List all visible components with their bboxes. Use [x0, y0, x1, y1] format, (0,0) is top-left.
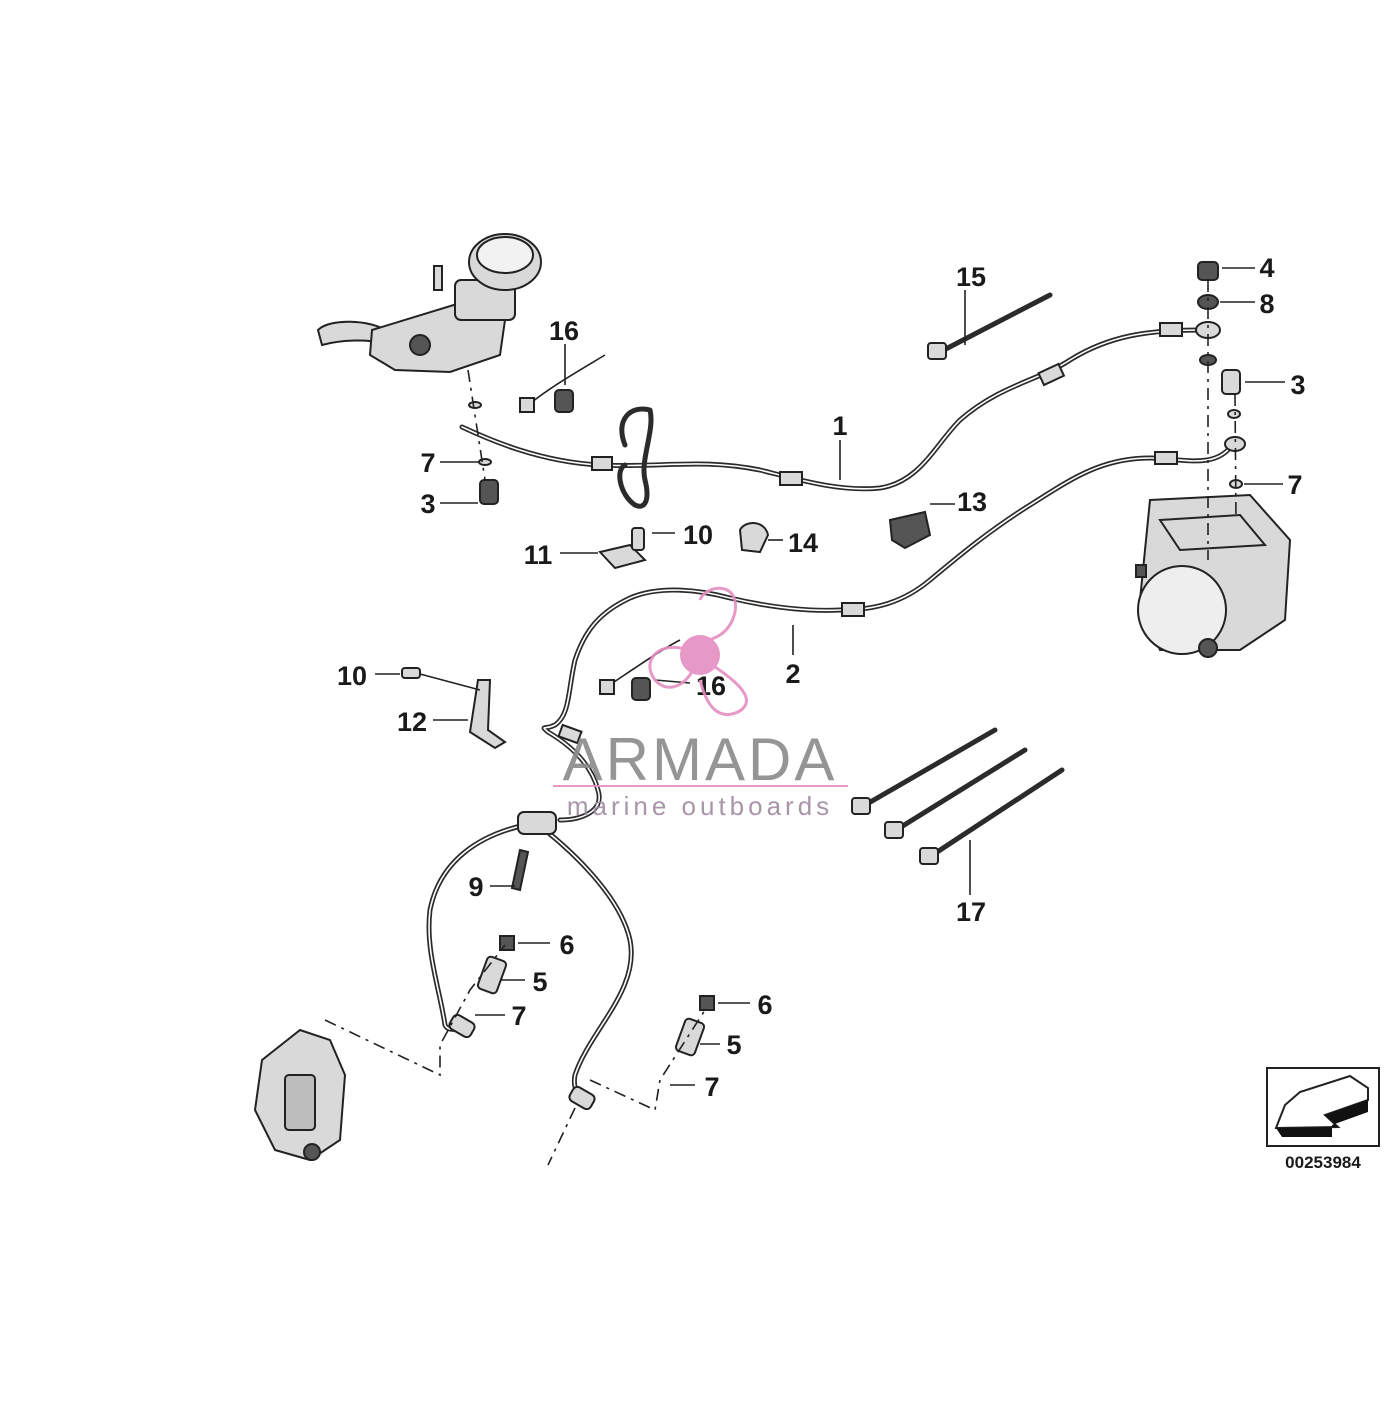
cable-tie-15 — [927, 342, 947, 360]
propeller-logo — [648, 586, 748, 716]
watermark-brand: ARMADA — [563, 726, 838, 793]
caliper-piston-housing — [284, 1074, 316, 1131]
callout-12: 12 — [397, 707, 427, 737]
clip-fastener — [554, 389, 574, 413]
cable-clip-16 — [519, 397, 535, 413]
small-parts — [401, 261, 1246, 1057]
callout-13: 13 — [957, 487, 987, 517]
abs-bracket — [1135, 564, 1147, 578]
callout-5-right: 5 — [726, 1030, 741, 1060]
callout-14: 14 — [788, 528, 818, 558]
callout-4: 4 — [1259, 253, 1274, 283]
callout-3-right: 3 — [1290, 370, 1305, 400]
callout-6-right: 6 — [757, 990, 772, 1020]
bleeder-valve-5b — [674, 1017, 706, 1057]
callout-16-upper: 16 — [549, 316, 579, 346]
seal-ring — [1227, 409, 1241, 419]
callout-15: 15 — [956, 262, 986, 292]
pivot-bolt — [409, 334, 431, 356]
brake-caliper — [253, 1028, 347, 1162]
callout-11: 11 — [524, 540, 553, 570]
banjo-bolt-3 — [1221, 369, 1241, 395]
hose-sleeve — [779, 471, 803, 486]
bleeder-valve-5 — [476, 955, 508, 995]
brake-line-1 — [459, 322, 1203, 492]
screw-9 — [510, 848, 530, 892]
caliper-lines — [426, 811, 634, 1111]
armada-watermark: ARMADA marine outboards — [553, 586, 848, 821]
arrow-shadow — [1276, 1100, 1368, 1137]
hose-clamp-14 — [738, 522, 770, 554]
brake-line-2 — [541, 442, 1235, 823]
grommet-13 — [888, 510, 932, 550]
callout-17: 17 — [956, 897, 986, 927]
callout-2: 2 — [785, 659, 800, 689]
abs-pressure-modulator — [1135, 493, 1292, 658]
abs-mount — [1198, 638, 1218, 658]
callout-6-left: 6 — [559, 930, 574, 960]
bracket-12 — [468, 679, 507, 750]
abs-motor — [1137, 565, 1227, 655]
line-distributor — [517, 811, 557, 835]
seal-ring-8 — [1197, 294, 1219, 310]
banjo-bolt-3-left — [479, 479, 499, 505]
hose-sleeve — [1159, 322, 1183, 337]
callout-1: 1 — [832, 411, 847, 441]
callout-7-lower-right: 7 — [704, 1072, 719, 1102]
callout-7-right: 7 — [1287, 470, 1302, 500]
document-number: 00253984 — [1285, 1153, 1361, 1172]
callout-7-lower-left: 7 — [511, 1001, 526, 1031]
callout-5-left: 5 — [532, 967, 547, 997]
cable-clip-16b — [599, 679, 615, 695]
hose-sleeve — [557, 723, 583, 745]
switch-pin — [433, 265, 443, 291]
callout-9: 9 — [468, 872, 483, 902]
bolt-10 — [631, 527, 645, 551]
watermark-tagline: marine outboards — [567, 791, 833, 821]
cable-tie-17b — [884, 821, 904, 839]
callout-10-upper: 10 — [683, 520, 713, 550]
callouts: 1 2 3 3 4 5 5 6 6 7 7 7 7 8 9 10 10 11 1… — [337, 253, 1306, 1102]
seal-ring-7 — [478, 458, 492, 466]
hose-sleeve — [841, 602, 865, 617]
seal-ring — [468, 401, 482, 409]
callout-10-lower: 10 — [337, 661, 367, 691]
clip-fastener — [631, 677, 651, 701]
banjo-fitting — [568, 1085, 596, 1111]
reservoir-cap — [476, 236, 534, 274]
hose-sleeve — [1037, 362, 1066, 387]
callout-7-upper-left: 7 — [420, 448, 435, 478]
leader-lines — [375, 267, 1285, 1086]
hose-sleeve — [591, 456, 613, 471]
abs-valve-block — [1158, 513, 1268, 552]
bleeder-cap-6b — [699, 995, 715, 1011]
assembly-lines — [324, 280, 1237, 1166]
orientation-indicator: 00253984 — [1266, 1067, 1380, 1172]
cable-tie-17c — [919, 847, 939, 865]
caliper-bolt — [303, 1143, 321, 1161]
master-cylinder-assembly — [316, 233, 542, 374]
bolt-10-lower — [401, 667, 421, 679]
callout-8: 8 — [1259, 289, 1274, 319]
banjo-fitting — [448, 1013, 476, 1039]
callout-3-left: 3 — [420, 489, 435, 519]
hose-sleeve — [1154, 451, 1178, 465]
banjo-bolt-4 — [1197, 261, 1219, 281]
cable-tie-17a — [851, 797, 871, 815]
